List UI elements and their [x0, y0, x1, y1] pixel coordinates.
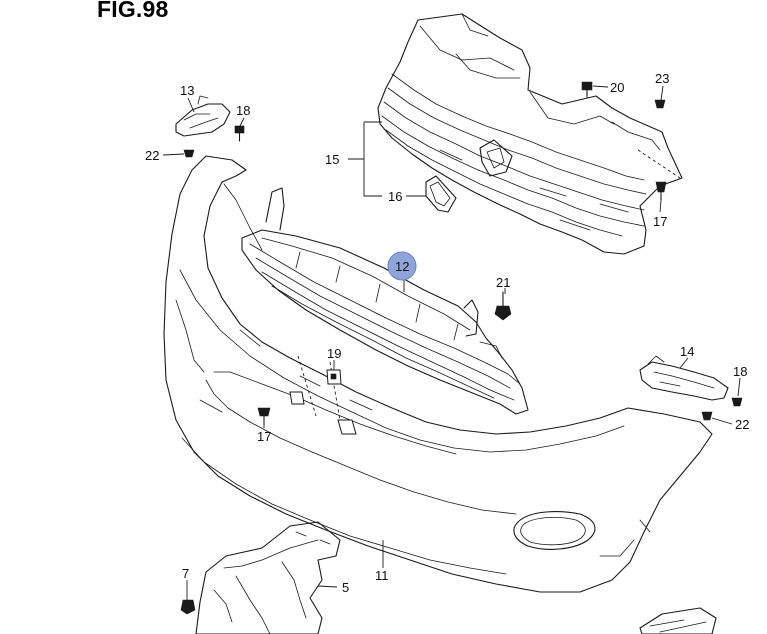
callout-17-left[interactable]: 17	[257, 429, 271, 444]
fastener-screw-23	[654, 99, 666, 109]
fastener-screw-17-left	[257, 407, 271, 425]
fastener-screw-22-right	[701, 411, 713, 421]
callout-7[interactable]: 7	[182, 566, 189, 581]
fastener-screw-18-right	[731, 397, 743, 407]
callout-13[interactable]: 13	[180, 83, 194, 98]
under-cover-drawing	[195, 521, 717, 634]
figure-title: FIG.98	[97, 0, 169, 22]
fastener-screw-17-top	[655, 181, 667, 201]
callout-15[interactable]: 15	[325, 152, 339, 167]
callout-18-right[interactable]: 18	[733, 364, 747, 379]
callout-17-top[interactable]: 17	[653, 214, 667, 229]
fastener-screw-22-left	[183, 149, 195, 158]
left-bracket-drawing	[175, 95, 231, 137]
callout-16[interactable]: 16	[388, 189, 402, 204]
callout-12[interactable]: 12	[395, 259, 409, 274]
callout-22-left[interactable]: 22	[145, 148, 159, 163]
upper-grille-drawing	[377, 13, 683, 255]
emblem-part	[425, 175, 457, 213]
callout-21[interactable]: 21	[496, 275, 510, 290]
callout-19[interactable]: 19	[327, 346, 341, 361]
fastener-clip-19	[326, 369, 342, 385]
callout-14[interactable]: 14	[680, 344, 694, 359]
fastener-clip-21	[494, 291, 512, 321]
fastener-screw-18-left	[234, 125, 245, 142]
bumper-cover-drawing	[163, 155, 713, 593]
fastener-bolt-7	[180, 599, 196, 615]
highlight-marker[interactable]	[387, 251, 417, 281]
callout-18-left[interactable]: 18	[236, 103, 250, 118]
lower-grille-drawing	[241, 187, 529, 415]
callout-20[interactable]: 20	[610, 80, 624, 95]
callout-5[interactable]: 5	[342, 580, 349, 595]
fastener-bolt-20	[581, 81, 593, 98]
callout-22-right[interactable]: 22	[735, 417, 749, 432]
leader-lines	[162, 85, 741, 600]
right-bracket-drawing	[639, 355, 729, 401]
callout-23[interactable]: 23	[655, 71, 669, 86]
callout-11[interactable]: 11	[375, 568, 389, 583]
fastener-bracket-plate	[289, 391, 357, 435]
